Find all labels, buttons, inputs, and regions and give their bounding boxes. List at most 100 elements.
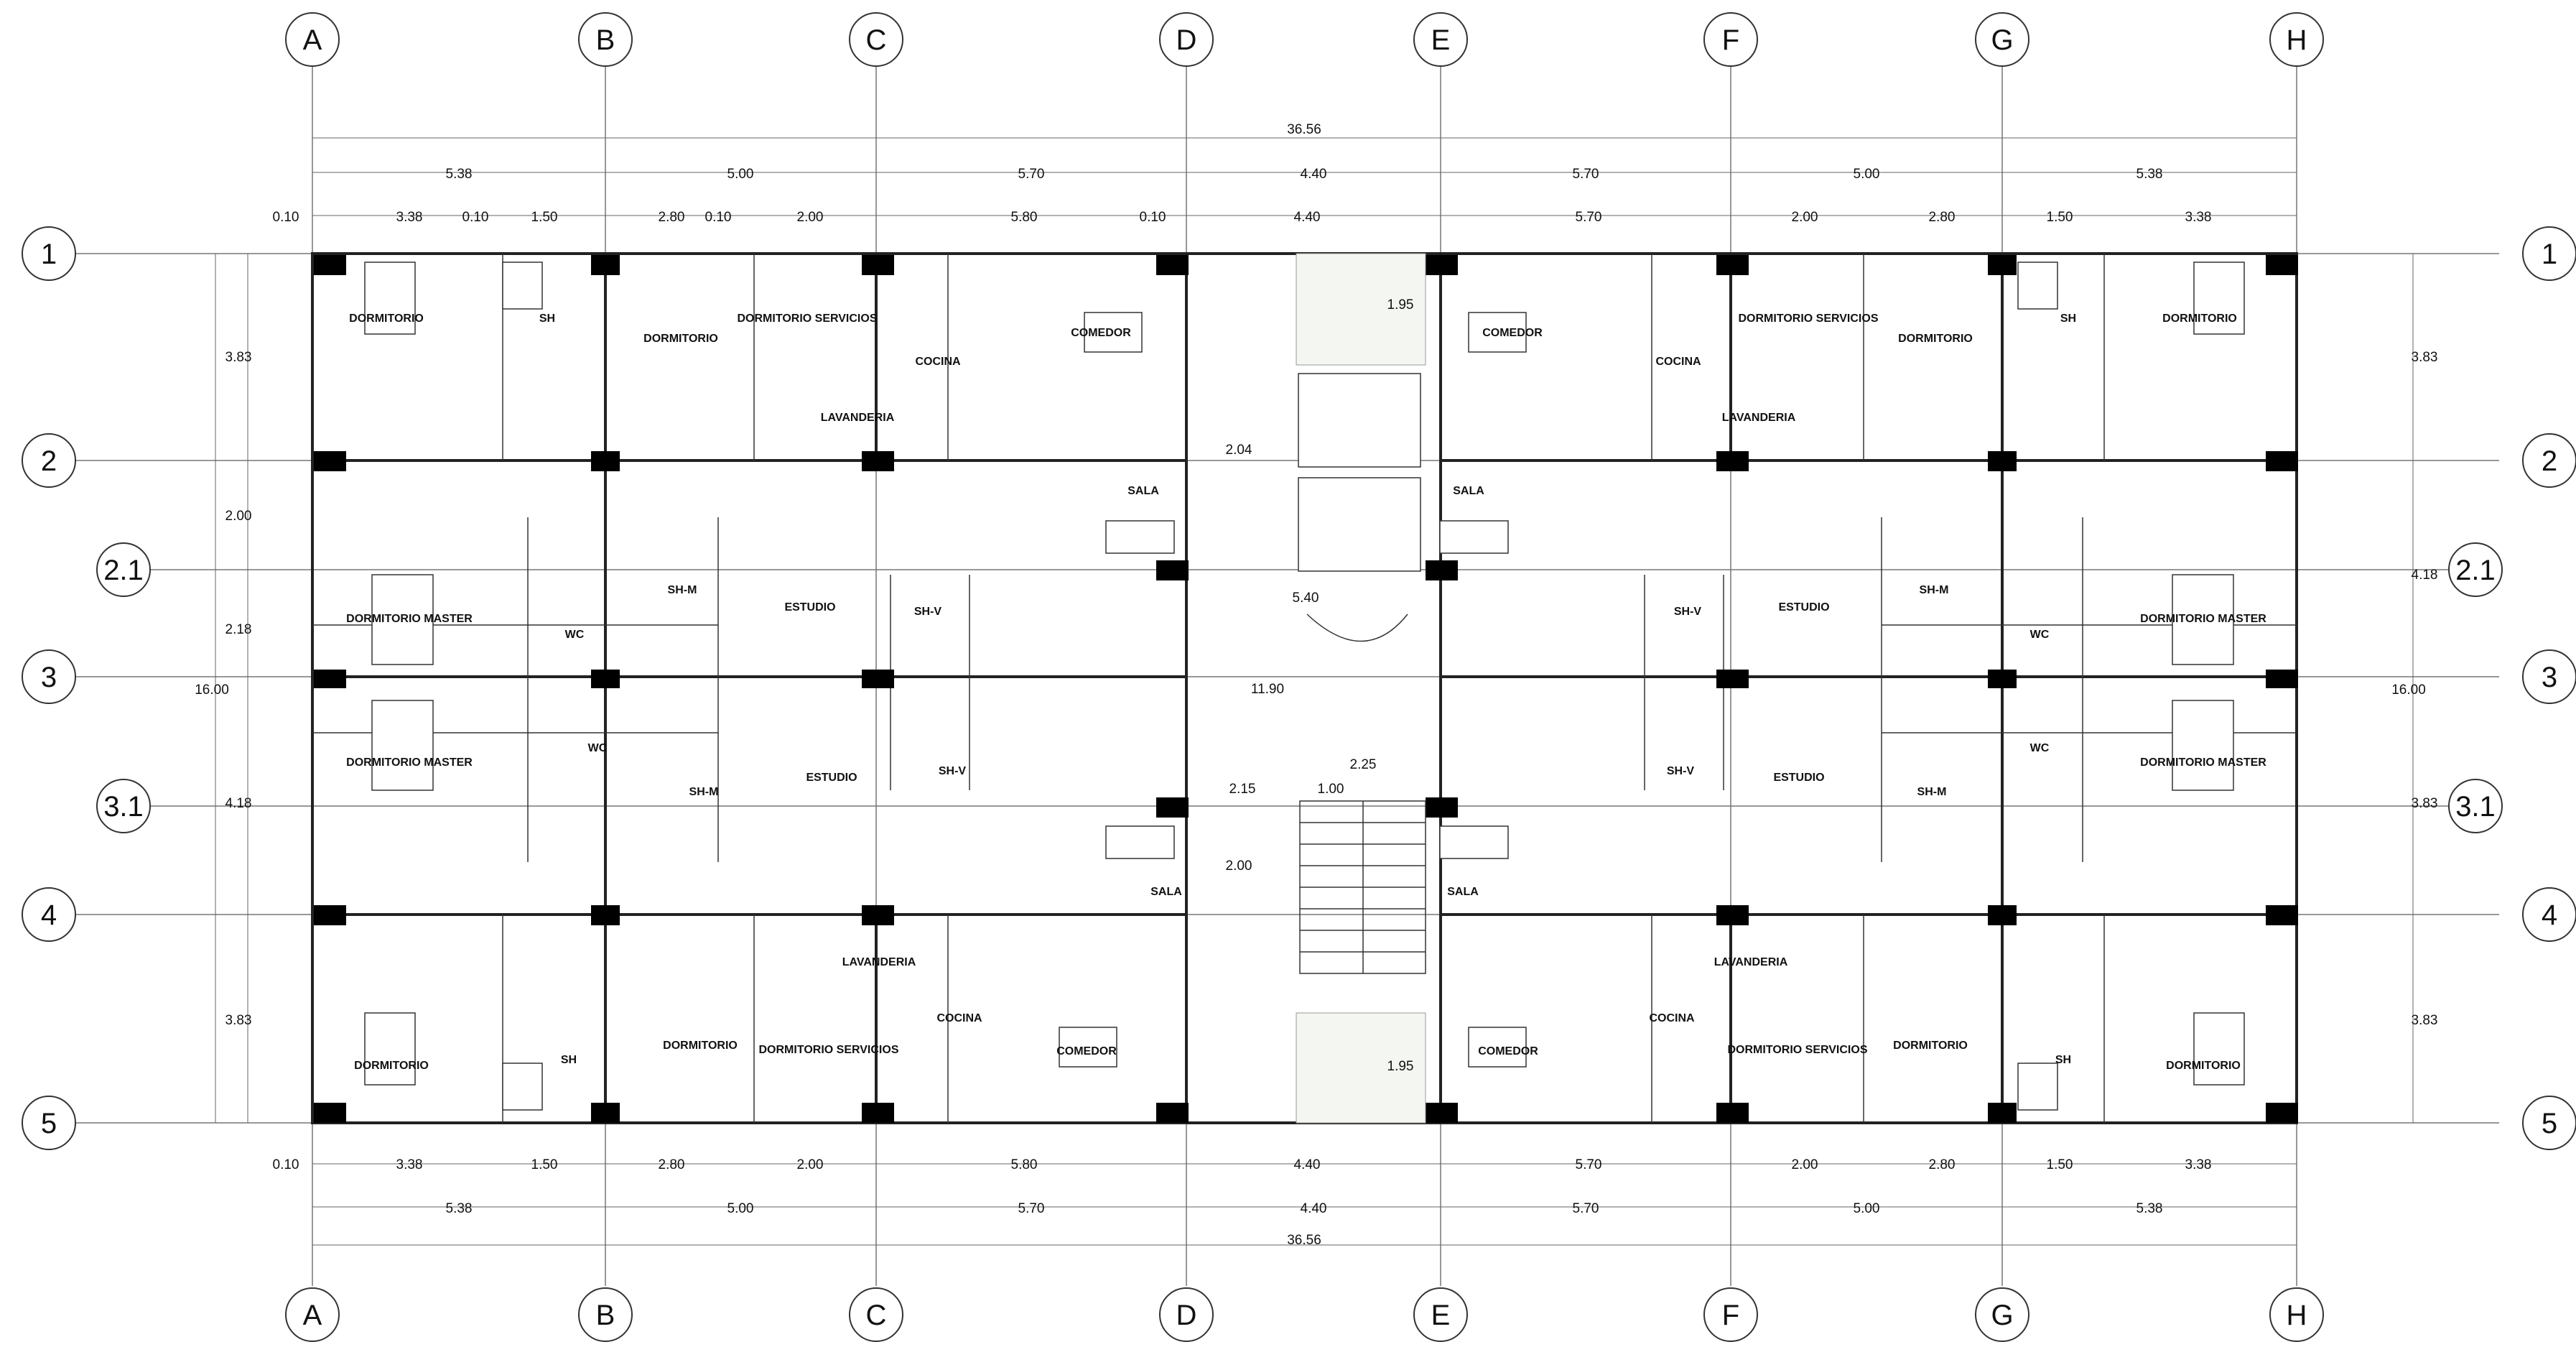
dimension-chain-left: 16.00 3.83 2.00 2.18 4.18 3.83 [195, 254, 251, 1123]
room-label-lavanderia-2: LAVANDERIA [842, 956, 916, 968]
room-label-comedor-3: COMEDOR [1482, 327, 1543, 339]
stair-dim-lower: 1.95 [1387, 1059, 1414, 1074]
grid-label-1-right: 1 [2542, 239, 2557, 270]
dimension-chain-bottom: 0.10 3.38 1.50 2.80 2.00 5.80 4.40 5.70 … [273, 1157, 2297, 1248]
unit-middle-right-lower: ESTUDIO SH-V SH-M WC DORMITORIO MASTER [1667, 742, 2266, 798]
bay-dim-bottom-fg: 5.00 [1854, 1201, 1880, 1216]
grid-label-1-left: 1 [41, 239, 57, 270]
grid-label-4-right: 4 [2542, 899, 2557, 931]
minor-dim-top-9: 0.10 [1140, 210, 1166, 225]
stair-core: 11.90 5.40 2.25 2.15 1.00 2.00 2.04 1.95… [1226, 253, 1426, 1124]
bay-dim-top-cd: 5.70 [1018, 167, 1045, 182]
side-dim-left-3: 2.18 [225, 622, 252, 637]
minor-dim-bottom-6: 5.80 [1011, 1157, 1038, 1172]
minor-dim-bottom-9: 2.00 [1792, 1157, 1818, 1172]
minor-dim-top-15: 3.38 [2185, 210, 2212, 225]
minor-dim-top-10: 4.40 [1294, 210, 1321, 225]
grid-label-d-bottom: D [1176, 1300, 1197, 1331]
dimension-chain-right: 16.00 3.83 4.18 3.83 3.83 [2391, 254, 2437, 1123]
bay-dim-bottom-bc: 5.00 [727, 1201, 754, 1216]
overall-height-left: 16.00 [195, 682, 229, 698]
grid-label-2-left: 2 [41, 445, 57, 477]
minor-dim-bottom-4: 2.80 [659, 1157, 685, 1172]
grid-label-3-1-right: 3.1 [2455, 791, 2496, 823]
room-label-dormitorio-master-2: DORMITORIO MASTER [346, 756, 473, 769]
side-dim-right-2: 4.18 [2412, 568, 2438, 583]
room-label-cocina: COCINA [915, 356, 961, 368]
grid-label-2-1-right: 2.1 [2455, 555, 2496, 586]
grid-label-e-bottom: E [1431, 1300, 1451, 1331]
room-label-comedor-2: COMEDOR [1056, 1045, 1117, 1057]
minor-dim-bottom-11: 1.50 [2047, 1157, 2073, 1172]
room-label-sh-m-2: SH-M [689, 786, 719, 798]
bay-dim-bottom-ef: 5.70 [1573, 1201, 1599, 1216]
unit-middle-left-lower: DORMITORIO MASTER SH-M WC ESTUDIO SH-V [346, 742, 966, 798]
room-label-estudio-2: ESTUDIO [806, 772, 857, 784]
room-label-sh-4: SH [2055, 1054, 2071, 1066]
grid-label-2-1-left: 2.1 [103, 555, 144, 586]
bay-dim-top-bc: 5.00 [727, 167, 754, 182]
room-label-dormitorio-servicios-2: DORMITORIO SERVICIOS [759, 1044, 899, 1056]
room-label-dormitorio: DORMITORIO [349, 313, 424, 325]
grid-label-3-left: 3 [41, 662, 57, 693]
room-label-wc-3: WC [2030, 629, 2050, 641]
room-label-dormitorio-servicios-4: DORMITORIO SERVICIOS [1728, 1044, 1868, 1056]
structural-columns [314, 255, 2298, 1123]
room-label-dormitorio-servicios: DORMITORIO SERVICIOS [738, 313, 878, 325]
room-label-sala: SALA [1127, 485, 1159, 497]
stair-dim-lobby: 2.00 [1226, 858, 1252, 874]
unit-top-right: COMEDOR COCINA LAVANDERIA DORMITORIO SER… [1453, 313, 2237, 497]
grid-label-a-top: A [303, 24, 322, 56]
bay-dim-top-gh: 5.38 [2136, 167, 2163, 182]
side-dim-left-5: 3.83 [225, 1013, 252, 1028]
room-label-sh-v-3: SH-V [1674, 606, 1702, 618]
room-label-comedor-4: COMEDOR [1478, 1045, 1538, 1057]
room-label-lavanderia-4: LAVANDERIA [1714, 956, 1788, 968]
minor-dim-bottom-1: 0.10 [273, 1157, 299, 1172]
minor-dim-bottom-12: 3.38 [2185, 1157, 2212, 1172]
side-dim-left-2: 2.00 [225, 509, 252, 524]
minor-dim-bottom-8: 5.70 [1576, 1157, 1602, 1172]
minor-dim-top-4: 1.50 [531, 210, 558, 225]
room-label-cocina-4: COCINA [1649, 1012, 1695, 1024]
room-label-dormitorio-5: DORMITORIO [1898, 333, 1973, 345]
bay-dim-bottom-ab: 5.38 [446, 1201, 473, 1216]
room-label-dormitorio-3: DORMITORIO [354, 1060, 429, 1072]
room-label-sh-v-4: SH-V [1667, 765, 1695, 777]
grid-label-d-top: D [1176, 24, 1197, 56]
overall-width-bottom: 36.56 [1287, 1233, 1321, 1248]
room-label-lavanderia-3: LAVANDERIA [1722, 412, 1796, 424]
minor-dim-bottom-10: 2.80 [1929, 1157, 1956, 1172]
grid-label-2-right: 2 [2542, 445, 2557, 477]
minor-dim-top-12: 2.00 [1792, 210, 1818, 225]
unit-bottom-right: COMEDOR COCINA LAVANDERIA DORMITORIO SER… [1447, 886, 2241, 1072]
grid-label-h-bottom: H [2287, 1300, 2307, 1331]
bay-dim-top-fg: 5.00 [1854, 167, 1880, 182]
minor-dim-top-14: 1.50 [2047, 210, 2073, 225]
room-label-sh-m: SH-M [668, 584, 697, 596]
grid-bubbles-left: 1 2 2.1 3 3.1 4 5 [22, 226, 151, 1150]
bay-dim-bottom-de: 4.40 [1301, 1201, 1327, 1216]
room-label-estudio-4: ESTUDIO [1773, 772, 1824, 784]
room-label-wc: WC [565, 629, 585, 641]
room-label-sh-m-3: SH-M [1920, 584, 1949, 596]
fixtures [364, 261, 2245, 1111]
room-label-dormitorio-master-4: DORMITORIO MASTER [2140, 756, 2266, 769]
minor-dim-top-7: 2.00 [797, 210, 824, 225]
room-label-dormitorio-4: DORMITORIO [663, 1040, 738, 1052]
room-label-dormitorio-servicios-3: DORMITORIO SERVICIOS [1739, 313, 1879, 325]
bay-dim-bottom-gh: 5.38 [2136, 1201, 2163, 1216]
grid-label-a-bottom: A [303, 1300, 322, 1331]
side-dim-left-4: 4.18 [225, 796, 252, 811]
room-label-dormitorio-2: DORMITORIO [643, 333, 718, 345]
minor-dim-bottom-3: 1.50 [531, 1157, 558, 1172]
grid-bubbles-top: A B C D E F G H [285, 12, 2324, 67]
room-label-estudio: ESTUDIO [784, 601, 835, 614]
room-label-dormitorio-6: DORMITORIO [2162, 313, 2237, 325]
bay-dim-bottom-cd: 5.70 [1018, 1201, 1045, 1216]
grid-label-5-right: 5 [2542, 1108, 2557, 1139]
unit-middle-right-upper: ESTUDIO SH-V SH-M WC DORMITORIO MASTER [1674, 584, 2266, 641]
room-label-cocina-2: COCINA [936, 1012, 982, 1024]
grid-bubbles-bottom: A B C D E F G H [285, 1287, 2324, 1342]
